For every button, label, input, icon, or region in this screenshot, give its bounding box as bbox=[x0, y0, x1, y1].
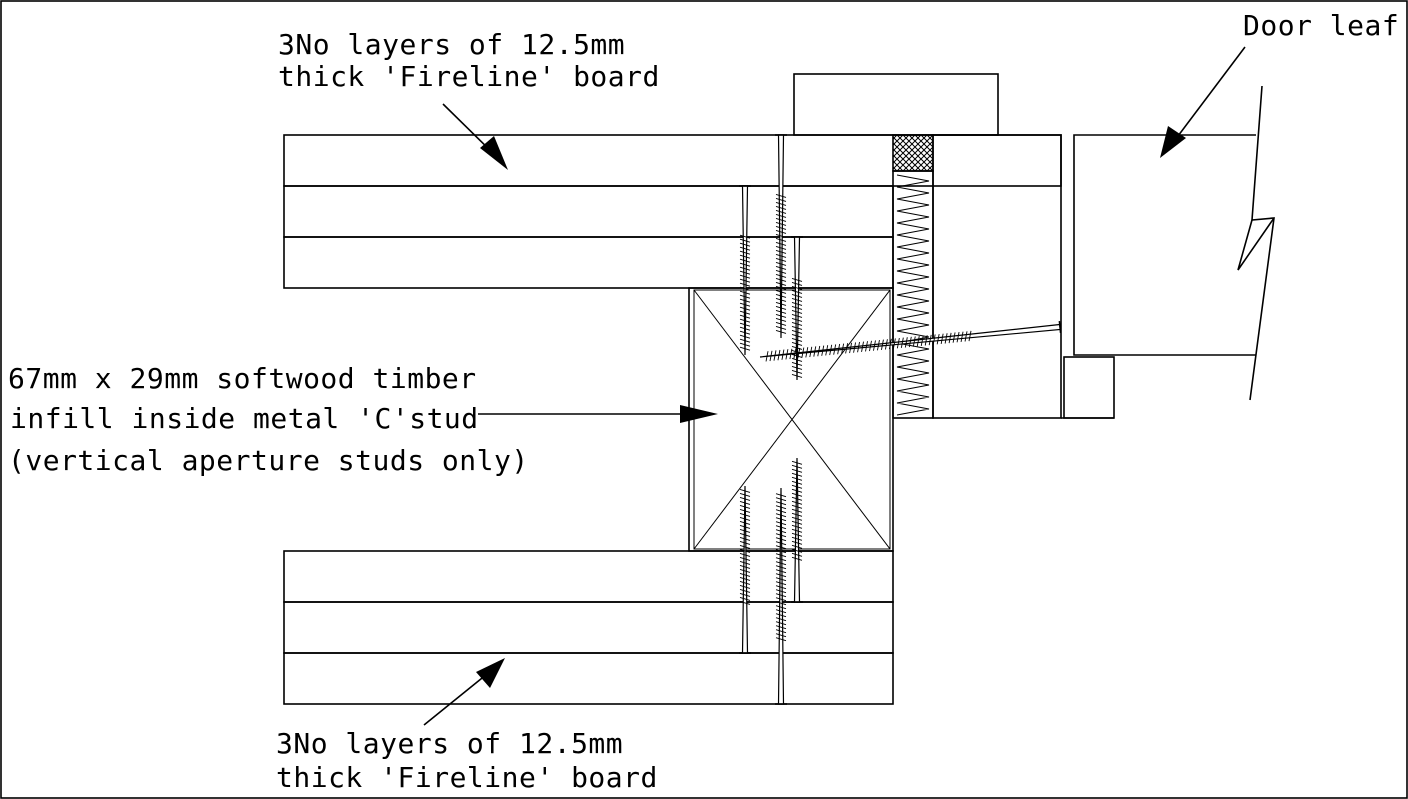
c-stud-outline bbox=[688, 287, 894, 552]
door-leaf-label: Door leaf bbox=[1243, 9, 1399, 42]
screw-bottom-long bbox=[775, 487, 787, 705]
screw-frame-fixing bbox=[759, 320, 1062, 362]
annotations: 3No layers of 12.5mm thick 'Fireline' bo… bbox=[8, 9, 1399, 794]
top-board-layer-1 bbox=[283, 134, 1062, 187]
leader-arrows bbox=[423, 46, 1246, 726]
top-board-layer-2 bbox=[283, 185, 894, 238]
timber-arrowhead bbox=[680, 405, 718, 423]
timber-cross-2 bbox=[693, 289, 891, 550]
screw-top-mid bbox=[739, 185, 751, 356]
top-board-layers bbox=[283, 134, 1062, 289]
timber-label-line2: infill inside metal 'C'stud bbox=[10, 402, 479, 435]
top-board-arrowhead bbox=[480, 136, 508, 170]
timber-label-line1: 67mm x 29mm softwood timber bbox=[8, 362, 477, 395]
intumescent-seal bbox=[892, 134, 934, 419]
door-frame bbox=[793, 73, 1115, 419]
door-leaf-arrowhead bbox=[1160, 126, 1186, 158]
bottom-board-layers bbox=[283, 550, 894, 705]
door-leaf-break-line bbox=[1249, 85, 1275, 401]
top-board-label-line2: thick 'Fireline' board bbox=[278, 60, 660, 93]
bottom-board-layer-2 bbox=[283, 601, 894, 654]
bottom-board-label-line1: 3No layers of 12.5mm bbox=[276, 727, 623, 760]
screw-top-short bbox=[791, 236, 803, 381]
bottom-board-label-line2: thick 'Fireline' board bbox=[276, 761, 658, 794]
screw-bottom-mid bbox=[739, 485, 751, 654]
screw-top-long bbox=[775, 134, 787, 339]
screw-bottom-short bbox=[791, 457, 803, 603]
crosshatch-seal bbox=[892, 134, 934, 172]
bottom-board-layer-3 bbox=[283, 652, 894, 705]
top-board-label-line1: 3No layers of 12.5mm bbox=[278, 28, 625, 61]
door-lining bbox=[932, 134, 1062, 419]
door-leaf-leader bbox=[1174, 46, 1246, 141]
screw-fixings bbox=[739, 134, 1062, 705]
door-leaf-outline bbox=[1073, 134, 1256, 356]
bottom-board-leader bbox=[423, 669, 493, 726]
door-leaf bbox=[1073, 85, 1275, 401]
timber-infill-stud bbox=[688, 287, 894, 552]
bottom-board-layer-1 bbox=[283, 550, 894, 603]
fire-sealant-strip bbox=[892, 170, 934, 419]
timber-label-line3: (vertical aperture studs only) bbox=[8, 444, 529, 477]
insulation-zigzag bbox=[896, 174, 930, 416]
top-board-layer-3 bbox=[283, 236, 894, 289]
bottom-board-arrowhead bbox=[476, 658, 505, 688]
architrave bbox=[793, 73, 999, 136]
door-stop bbox=[1063, 356, 1115, 419]
